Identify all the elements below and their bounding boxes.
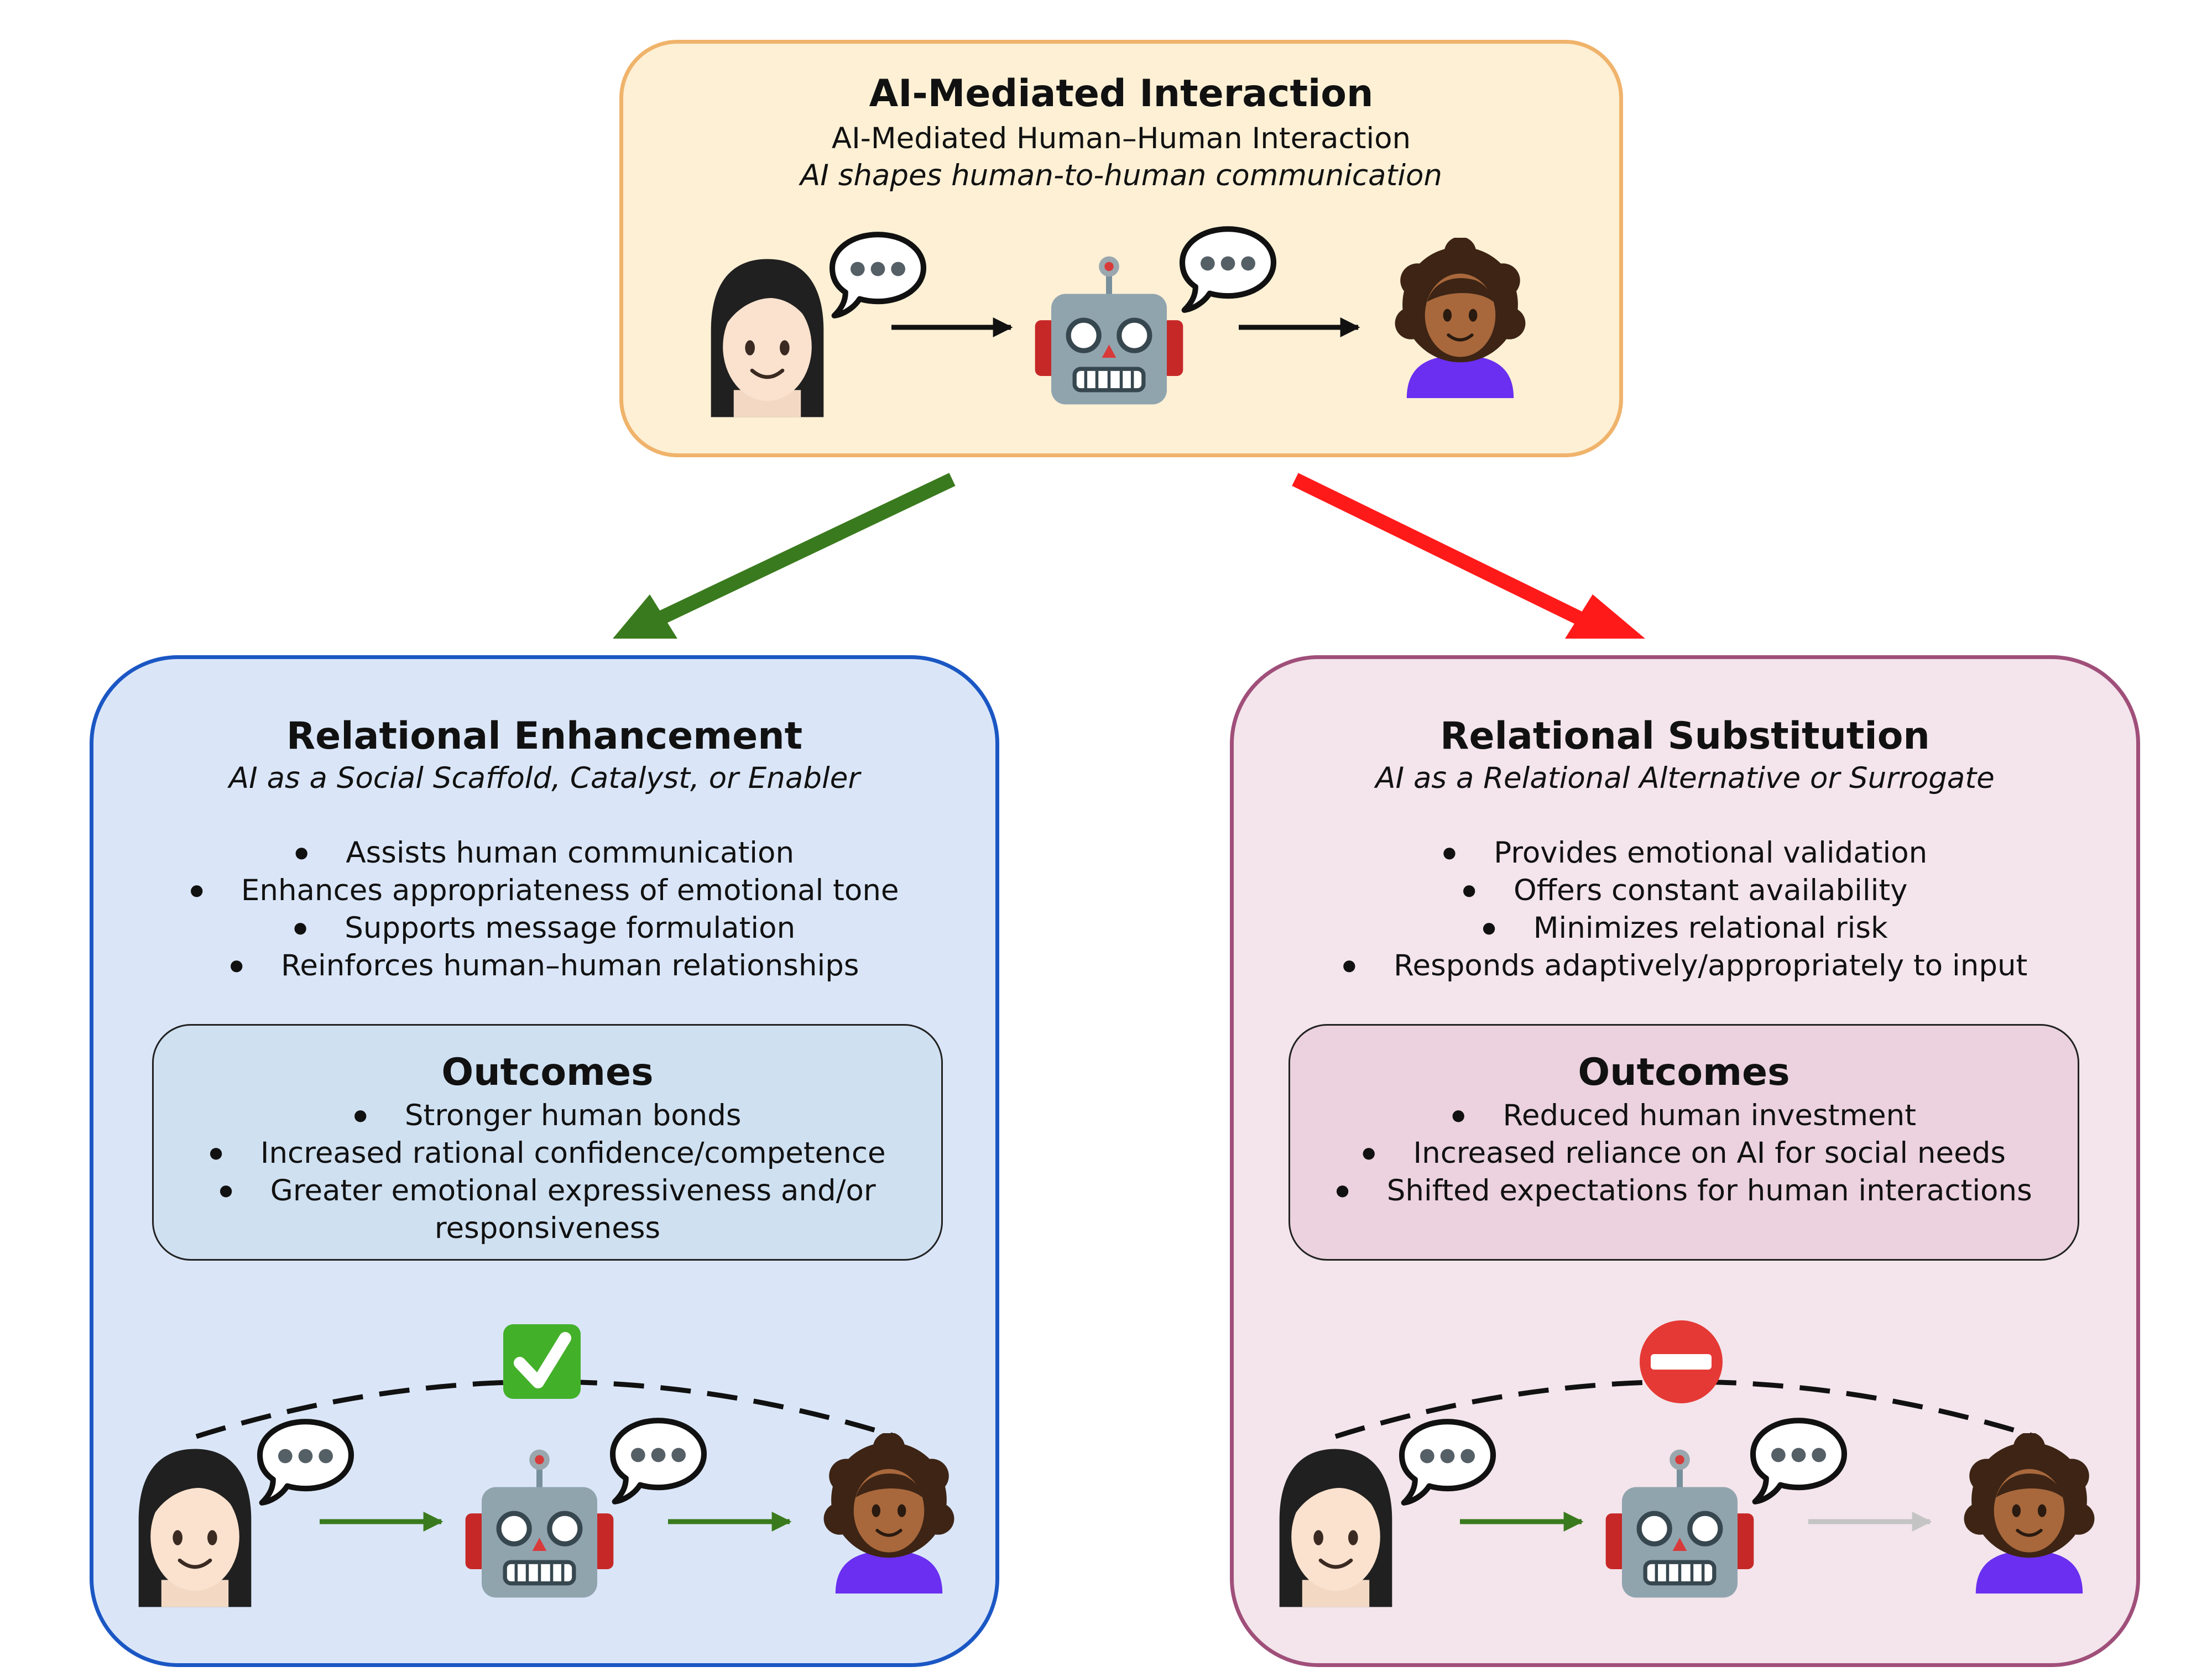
speech-bubble-icon (1753, 1420, 1844, 1502)
right-feature-list: Provides emotional validation Offers con… (1230, 834, 2140, 984)
list-item: Shifted expectations for human interacti… (1288, 1172, 2079, 1209)
left-subtitle: AI as a Social Scaffold, Catalyst, or En… (228, 761, 860, 795)
list-item: Offers constant availability (1230, 871, 2140, 909)
top-subtitle: AI-Mediated Human–Human Interaction (831, 122, 1411, 155)
left-outcomes-list: Stronger human bonds Increased rational … (152, 1096, 943, 1247)
speech-bubble-icon (832, 234, 924, 316)
list-item: Provides emotional validation (1230, 834, 2140, 871)
list-item: Reinforces human–human relationships (90, 947, 999, 984)
woman-dark-icon (1964, 1432, 2095, 1594)
left-title: Relational Enhancement (286, 714, 803, 758)
robot-icon (1035, 257, 1183, 405)
robot-icon (1606, 1450, 1754, 1598)
list-item: Reduced human investment (1288, 1096, 2079, 1134)
right-outcomes-list: Reduced human investment Increased relia… (1288, 1096, 2079, 1209)
woman-light-icon (1280, 1449, 1392, 1607)
list-item-continued: responsiveness (434, 1211, 661, 1245)
speech-bubble-icon (260, 1422, 351, 1503)
left-feature-list: Assists human communication Enhances app… (90, 834, 999, 984)
right-title: Relational Substitution (1440, 714, 1930, 758)
positive-branch-arrow (613, 473, 956, 639)
list-item: Increased reliance on AI for social need… (1288, 1134, 2079, 1172)
list-item: Assists human communication (90, 834, 999, 871)
list-item: Enhances appropriateness of emotional to… (90, 871, 999, 909)
robot-icon (466, 1450, 614, 1598)
woman-light-icon (139, 1449, 252, 1607)
top-title: AI-Mediated Interaction (869, 72, 1374, 116)
list-item: Supports message formulation (90, 909, 999, 947)
list-item: Stronger human bonds (152, 1096, 943, 1134)
woman-dark-icon (824, 1432, 954, 1594)
no-entry-icon (1640, 1320, 1723, 1403)
list-item: Responds adaptively/appropriately to inp… (1230, 947, 2140, 984)
right-subtitle: AI as a Relational Alternative or Surrog… (1375, 761, 1995, 795)
woman-dark-icon (1395, 237, 1526, 398)
list-item: Minimizes relational risk (1230, 909, 2140, 947)
left-outcomes-title: Outcomes (441, 1051, 654, 1094)
top-caption: AI shapes human-to-human communication (800, 159, 1443, 192)
list-item: Increased rational confidence/competence (152, 1134, 943, 1172)
right-outcomes-title: Outcomes (1578, 1051, 1790, 1094)
check-mark-icon (503, 1324, 581, 1399)
negative-branch-arrow (1292, 473, 1645, 639)
woman-light-icon (711, 259, 824, 417)
speech-bubble-icon (613, 1420, 704, 1502)
speech-bubble-icon (1182, 229, 1274, 310)
list-item: Greater emotional expressiveness and/or (152, 1172, 943, 1209)
speech-bubble-icon (1402, 1422, 1493, 1503)
